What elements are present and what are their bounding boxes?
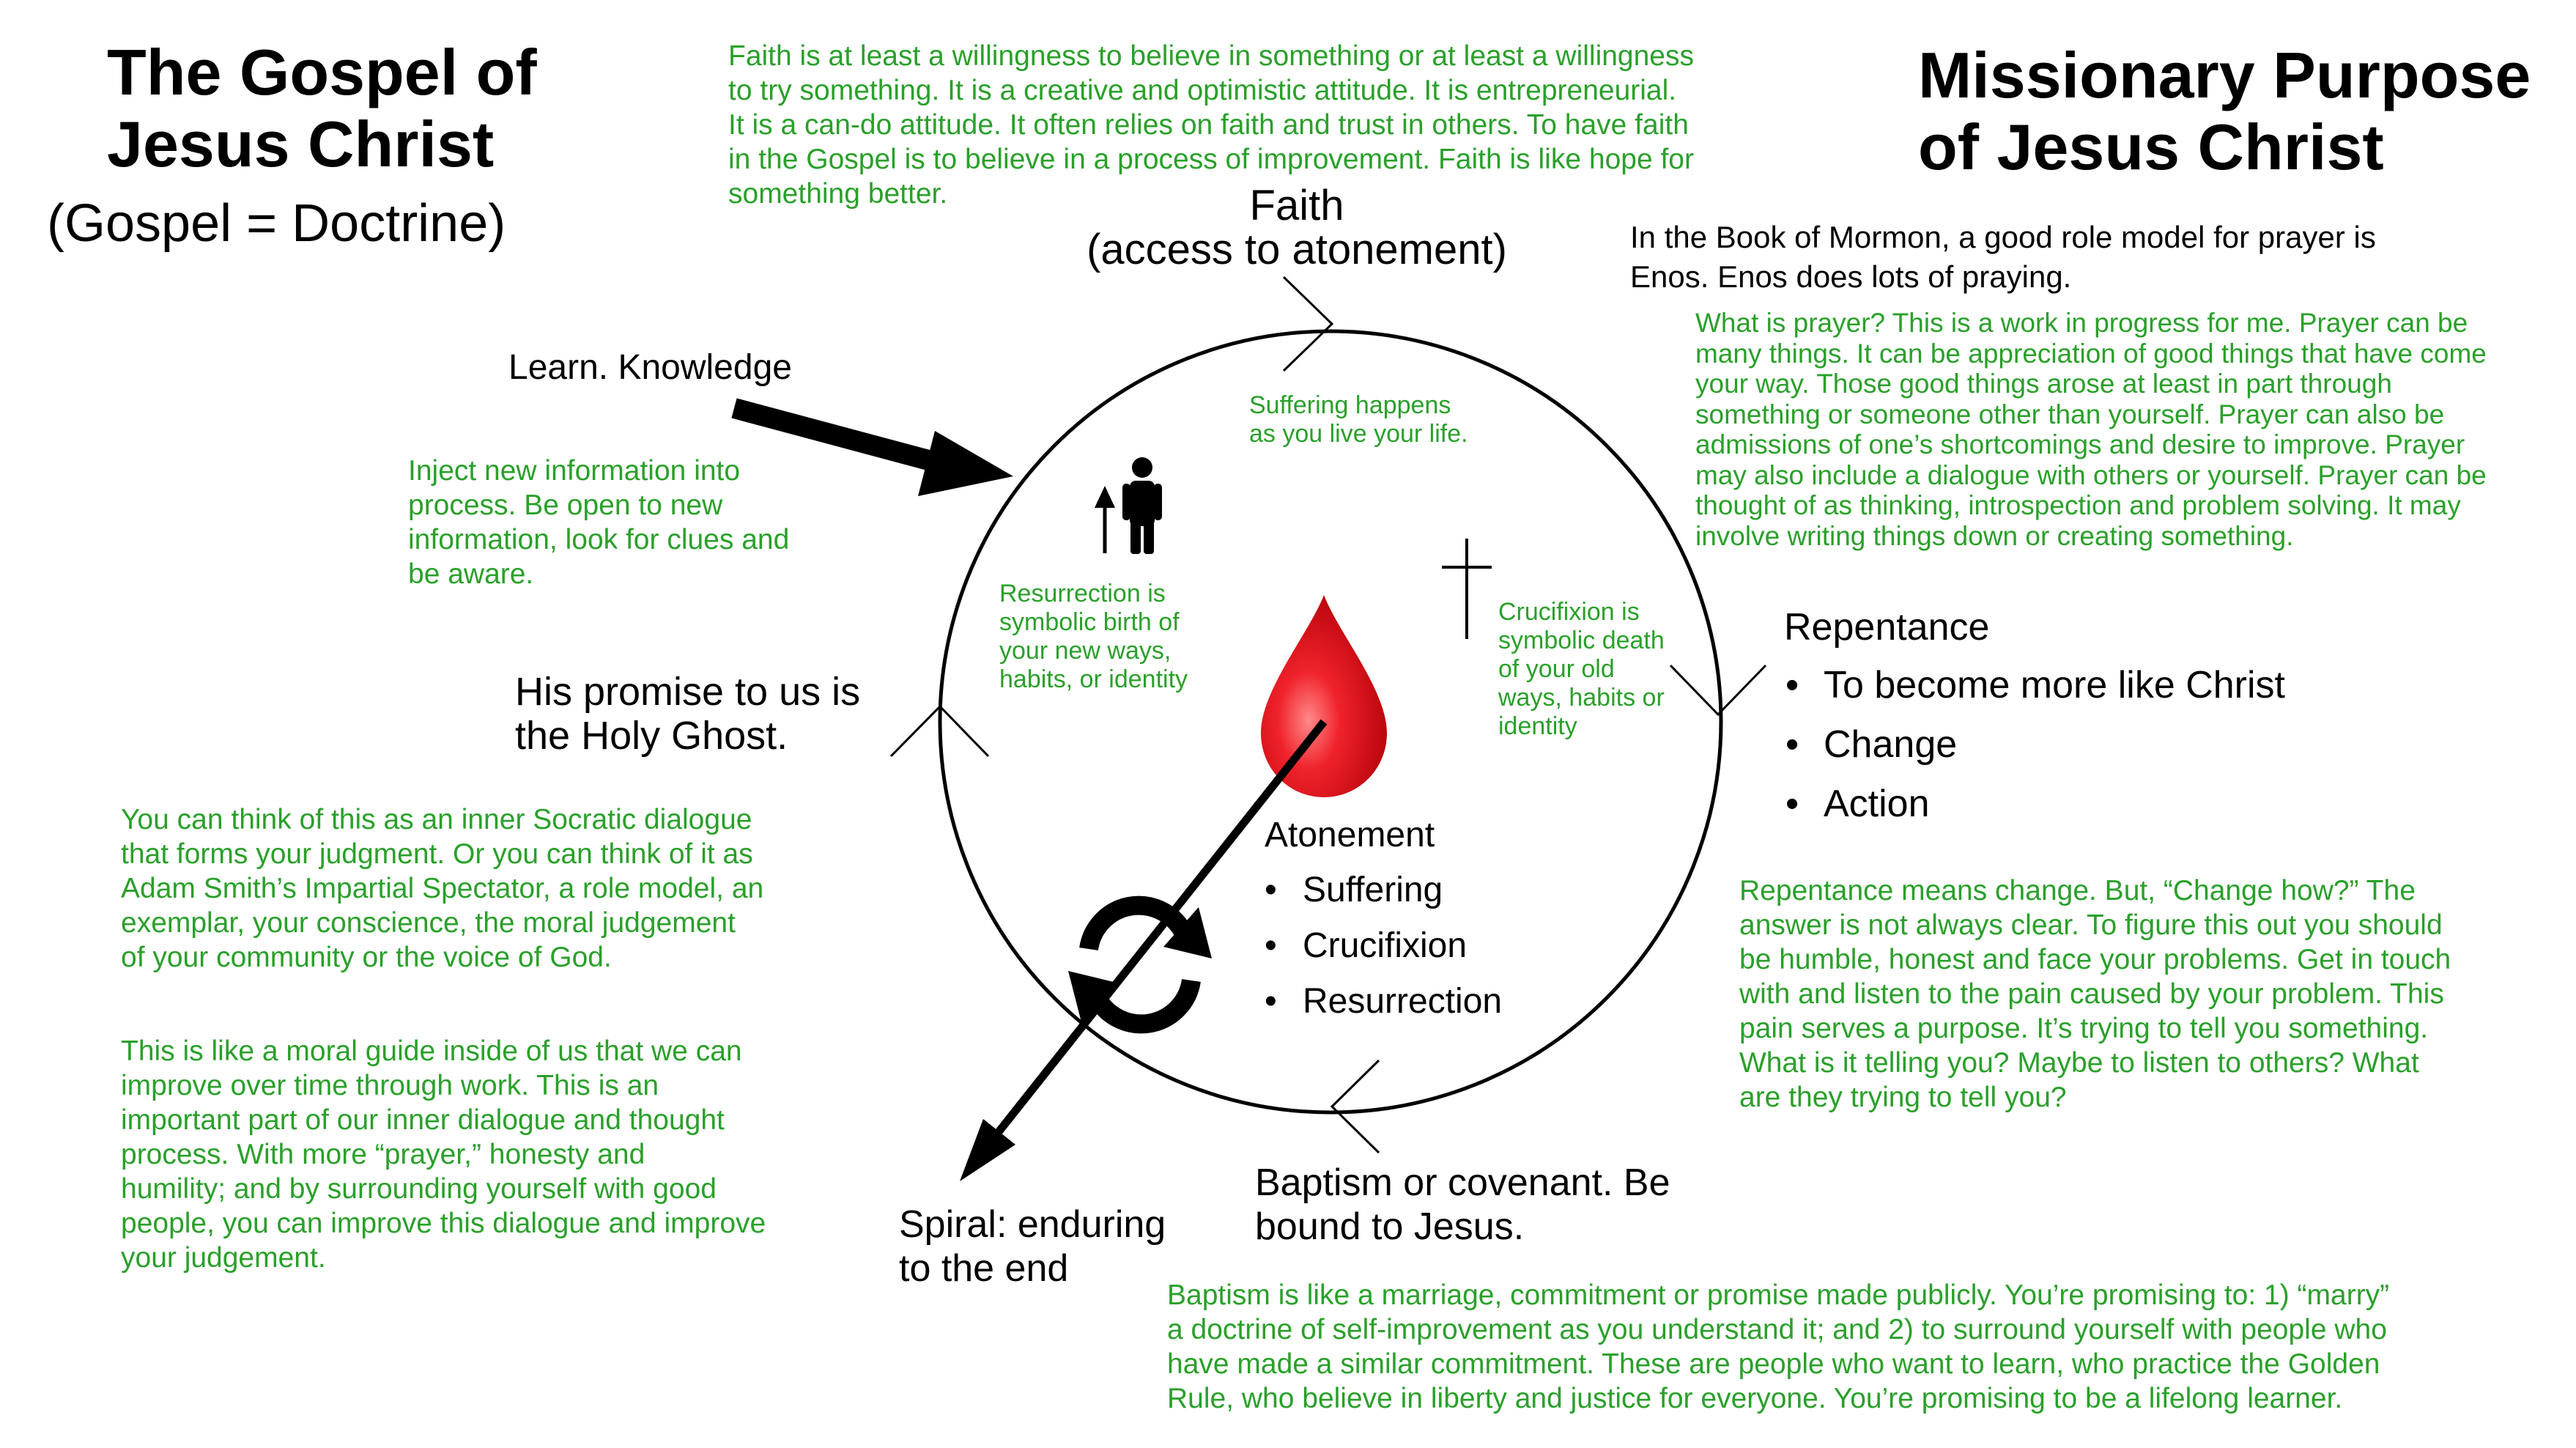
up-arrow-icon (1095, 486, 1115, 553)
learn-arrow (731, 398, 1013, 496)
chevron-bottom (1330, 1059, 1380, 1154)
baptism-label: Baptism or covenant. Be bound to Jesus. (1255, 1161, 1670, 1248)
spiral-arrow (960, 719, 1328, 1181)
atonement-item: Crucifixion (1265, 918, 1502, 974)
prayer-intro: In the Book of Mormon, a good role model… (1630, 220, 2376, 294)
chevron-left (889, 704, 990, 758)
suffering-note: Suffering happens as you live your life. (1249, 391, 1468, 448)
prayer-description: What is prayer? This is a work in progre… (1695, 308, 2487, 551)
baptism-description: Baptism is like a marriage, commitment o… (1167, 1279, 2390, 1414)
faith-description: Faith is at least a willingness to belie… (728, 40, 1695, 210)
holy-ghost-description-1: You can think of this as an inner Socrat… (121, 804, 764, 973)
spiral-label: Spiral: enduring to the end (899, 1203, 1166, 1290)
atonement-label: Atonement (1265, 816, 1435, 854)
holy-ghost-label: His promise to us is the Holy Ghost. (515, 670, 861, 758)
cycle-circle (938, 329, 1723, 1115)
left-subtitle: (Gospel = Doctrine) (47, 194, 506, 253)
crucifixion-note: Crucifixion is symbolic death of your ol… (1498, 598, 1665, 740)
atonement-item: Resurrection (1265, 974, 1502, 1030)
cycle-arrows-icon (1068, 895, 1212, 1034)
left-title: The Gospel of Jesus Christ (107, 36, 537, 180)
learn-label: Learn. Knowledge (508, 348, 792, 387)
cross-icon (1442, 539, 1492, 639)
holy-ghost-description-2: This is like a moral guide inside of us … (121, 1035, 766, 1274)
atonement-item: Suffering (1265, 862, 1502, 918)
right-title: Missionary Purpose of Jesus Christ (1918, 39, 2531, 183)
person-icon (1122, 457, 1162, 554)
learn-description: Inject new information into process. Be … (408, 455, 790, 590)
repentance-item: Action (1785, 775, 2285, 834)
repentance-list: To become more like Christ Change Action (1785, 656, 2285, 834)
chevron-top (1282, 276, 1334, 372)
resurrection-note: Resurrection is symbolic birth of your n… (999, 580, 1188, 693)
repentance-item: To become more like Christ (1785, 656, 2285, 715)
blood-drop-icon (1261, 595, 1387, 797)
chevron-right (1669, 664, 1767, 717)
faith-label: Faith (access to atonement) (1087, 182, 1507, 273)
atonement-list: Suffering Crucifixion Resurrection (1265, 862, 1502, 1030)
repentance-label: Repentance (1784, 606, 1990, 649)
repentance-description: Repentance means change. But, “Change ho… (1739, 875, 2451, 1113)
repentance-item: Change (1785, 715, 2285, 775)
